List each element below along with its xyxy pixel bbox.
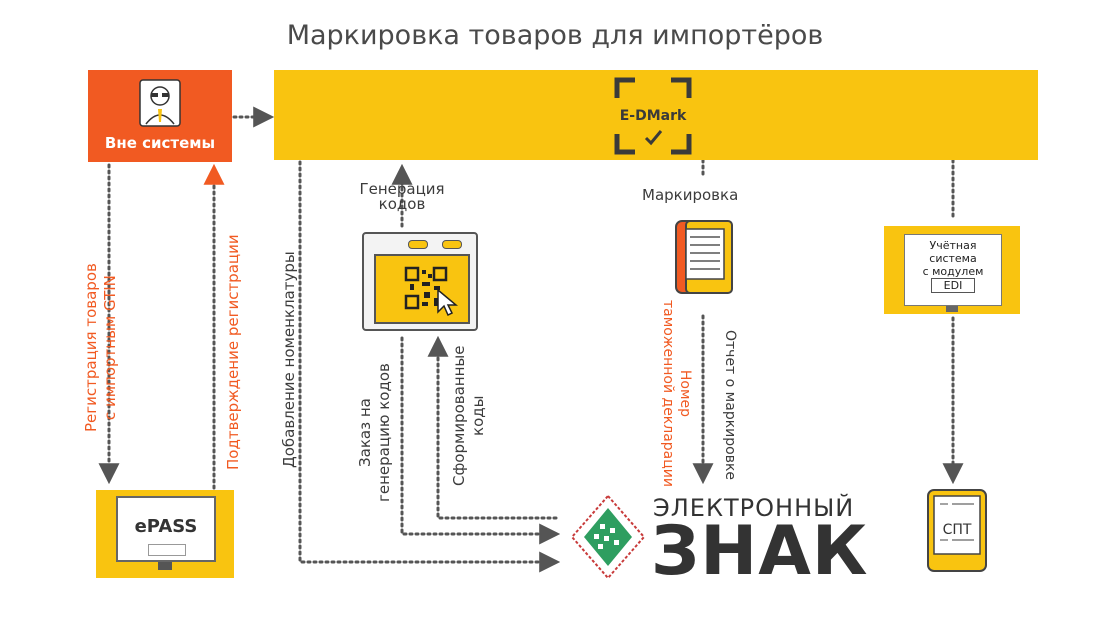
actor-outside-system: Вне системы — [88, 70, 232, 162]
qr-panel — [374, 254, 470, 324]
marking-document-icon — [675, 220, 733, 294]
electronic-sign-logo-icon — [570, 494, 646, 580]
edmark-banner — [274, 70, 1038, 160]
monitor-stand — [946, 306, 958, 312]
arrow-formed-codes — [427, 335, 558, 520]
label-formed-line1: Сформированные — [450, 345, 468, 486]
code-generator-window — [362, 232, 478, 331]
edmark-logo — [614, 77, 692, 155]
edi-screen: Учётная система с модулем EDI — [904, 234, 1002, 306]
electronic-sign-line1: ЭЛЕКТРОННЫЙ — [653, 494, 855, 522]
label-add-nomenclature: Добавление номенклатуры — [280, 251, 298, 468]
monitor-stand — [158, 562, 172, 570]
actor-label: Вне системы — [104, 134, 216, 152]
label-report: Отчет о маркировке — [722, 330, 738, 481]
epass-label: ePASS — [134, 516, 198, 537]
label-order-line1: Заказ на — [356, 398, 374, 467]
edi-line4: EDI — [931, 278, 975, 293]
epass-monitor: ePASS — [96, 490, 234, 578]
label-customs-line2: таможенной декларации — [660, 300, 676, 487]
spt-label: СПТ — [942, 522, 972, 538]
label-registration-line2: с импортным GTIN — [101, 275, 119, 421]
marking-label: Маркировка — [642, 186, 739, 204]
check-icon — [644, 130, 663, 146]
electronic-sign-line2: ЗНАК — [651, 512, 869, 591]
arrow-order — [400, 336, 561, 545]
label-order-line2: генерацию кодов — [375, 363, 393, 502]
label-order: Заказ на генерацию кодов — [356, 363, 394, 502]
label-formed-codes: Сформированные коды — [450, 346, 488, 486]
edi-system-monitor: Учётная система с модулем EDI — [884, 226, 1020, 314]
label-customs: Номер таможенной декларации — [659, 300, 693, 487]
edi-line1: Учётная — [929, 239, 977, 252]
label-registration-line1: Регистрация товаров — [82, 263, 100, 432]
edi-line3: с модулем — [922, 265, 984, 278]
arrow-nomenclature — [298, 160, 561, 573]
label-confirmation: Подтверждение регистрации — [224, 234, 242, 470]
edi-label: Учётная система с модулем EDI — [905, 239, 1001, 293]
cursor-icon — [437, 288, 458, 317]
epass-screen: ePASS — [116, 496, 216, 562]
close-icon — [442, 240, 462, 249]
edi-line2: система — [929, 252, 977, 265]
spt-document-icon — [927, 489, 987, 572]
label-customs-line1: Номер — [677, 369, 693, 418]
person-icon — [139, 79, 181, 127]
label-registration: Регистрация товаров с импортным GTIN — [82, 263, 120, 432]
label-formed-line2: коды — [469, 395, 487, 436]
minimize-icon — [408, 240, 428, 249]
epass-input-box — [148, 544, 186, 556]
codegen-label-line2: кодов — [378, 195, 426, 213]
codegen-label-line1: Генерация — [359, 180, 445, 198]
page-title: Маркировка товаров для импортёров — [286, 20, 824, 51]
edmark-label: E-DMark — [619, 108, 687, 124]
codegen-label: Генерация кодов — [352, 182, 452, 212]
